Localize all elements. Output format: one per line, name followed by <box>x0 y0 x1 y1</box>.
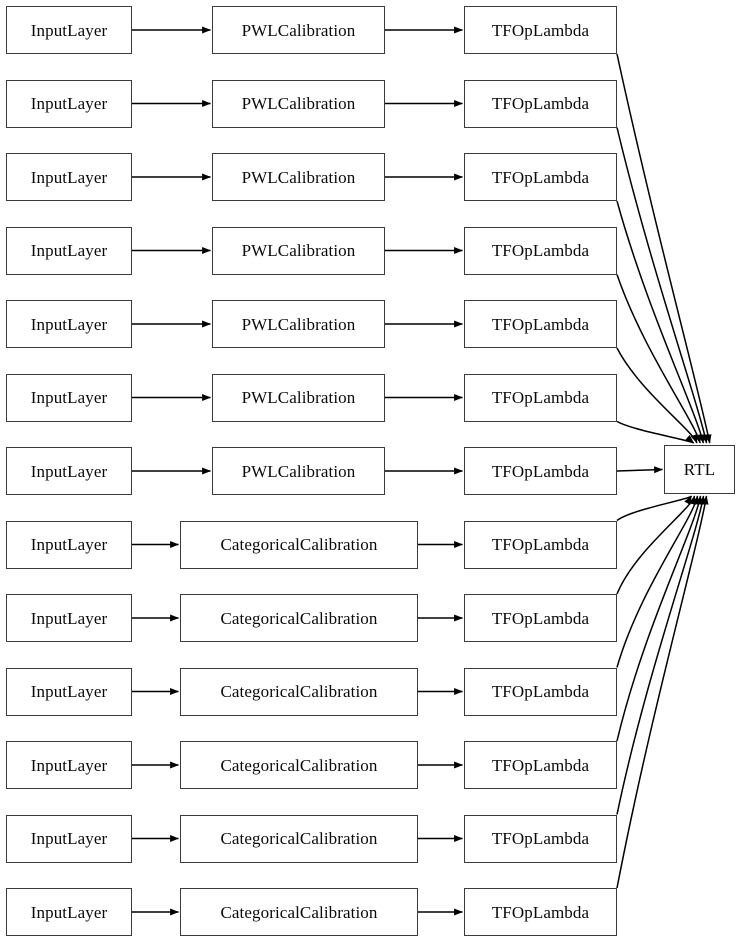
node-input-layer-12-label: InputLayer <box>30 829 108 848</box>
node-tf-op-lambda-1[interactable]: TFOpLambda <box>464 6 617 54</box>
node-tf-op-lambda-11[interactable]: TFOpLambda <box>464 741 617 789</box>
node-pwlcalibration-2-label: PWLCalibration <box>241 94 356 113</box>
node-categorical-calibration-10-label: CategoricalCalibration <box>220 682 378 701</box>
node-tf-op-lambda-3[interactable]: TFOpLambda <box>464 153 617 201</box>
node-tf-op-lambda-10[interactable]: TFOpLambda <box>464 667 617 716</box>
node-input-layer-4[interactable]: InputLayer <box>6 226 132 275</box>
node-input-layer-11-label: InputLayer <box>30 755 108 775</box>
node-tf-op-lambda-12-label: TFOpLambda <box>491 829 590 848</box>
node-pwlcalibration-6[interactable]: PWLCalibration <box>212 373 385 422</box>
node-categorical-calibration-12[interactable]: CategoricalCalibration <box>180 814 418 863</box>
node-tf-op-lambda-10-label: TFOpLambda <box>491 682 590 701</box>
node-pwlcalibration-4-label: PWLCalibration <box>241 241 356 260</box>
edge-lambda-to-rtl-6 <box>616 420 695 444</box>
node-input-layer-5-label: InputLayer <box>30 314 108 334</box>
node-input-layer-8[interactable]: InputLayer <box>6 520 132 569</box>
edge-lambda-to-rtl-2 <box>616 127 709 444</box>
edge-lambda-to-rtl-12 <box>616 495 706 815</box>
node-input-layer-13-label: InputLayer <box>30 902 108 922</box>
node-categorical-calibration-9[interactable]: CategoricalCalibration <box>180 594 418 642</box>
node-input-layer-8-label: InputLayer <box>30 535 108 554</box>
node-pwlcalibration-6-label: PWLCalibration <box>241 388 356 407</box>
node-tf-op-lambda-2[interactable]: TFOpLambda <box>464 79 617 128</box>
node-categorical-calibration-8-label: CategoricalCalibration <box>220 535 378 554</box>
node-pwlcalibration-3[interactable]: PWLCalibration <box>212 153 385 201</box>
node-input-layer-9-label: InputLayer <box>30 608 108 628</box>
node-tf-op-lambda-13-label: TFOpLambda <box>491 902 590 922</box>
node-input-layer-2-label: InputLayer <box>30 94 108 113</box>
node-pwlcalibration-3-label: PWLCalibration <box>241 167 356 187</box>
node-tf-op-lambda-7-label: TFOpLambda <box>491 461 590 481</box>
node-input-layer-7-label: InputLayer <box>30 461 108 481</box>
node-input-layer-10-label: InputLayer <box>30 682 108 701</box>
node-tf-op-lambda-6[interactable]: TFOpLambda <box>464 373 617 422</box>
node-tf-op-lambda-9[interactable]: TFOpLambda <box>464 594 617 642</box>
node-input-layer-10[interactable]: InputLayer <box>6 667 132 716</box>
node-input-layer-1[interactable]: InputLayer <box>6 6 132 54</box>
node-tf-op-lambda-11-label: TFOpLambda <box>491 755 590 775</box>
node-input-layer-13[interactable]: InputLayer <box>6 888 132 936</box>
edge-lambda-to-rtl-1 <box>616 53 712 444</box>
node-tf-op-lambda-9-label: TFOpLambda <box>491 608 590 628</box>
node-input-layer-11[interactable]: InputLayer <box>6 741 132 789</box>
node-input-layer-7[interactable]: InputLayer <box>6 447 132 495</box>
node-pwlcalibration-1[interactable]: PWLCalibration <box>212 6 385 54</box>
node-categorical-calibration-13-label: CategoricalCalibration <box>220 902 378 922</box>
node-tf-op-lambda-1-label: TFOpLambda <box>491 20 590 40</box>
node-pwlcalibration-7-label: PWLCalibration <box>241 461 356 481</box>
node-input-layer-2[interactable]: InputLayer <box>6 79 132 128</box>
node-categorical-calibration-9-label: CategoricalCalibration <box>220 608 378 628</box>
edge-lambda-to-rtl-7 <box>616 466 664 474</box>
node-input-layer-1-label: InputLayer <box>30 20 108 40</box>
edge-lambda-to-rtl-4 <box>616 274 702 444</box>
edge-lambda-to-rtl-5 <box>616 347 698 444</box>
node-pwlcalibration-5[interactable]: PWLCalibration <box>212 300 385 348</box>
node-rtl-output-label: RTL <box>683 460 716 479</box>
node-input-layer-3[interactable]: InputLayer <box>6 153 132 201</box>
edge-lambda-to-rtl-10 <box>616 495 700 668</box>
node-tf-op-lambda-6-label: TFOpLambda <box>491 388 590 407</box>
node-tf-op-lambda-13[interactable]: TFOpLambda <box>464 888 617 936</box>
edge-lambda-to-rtl-8 <box>616 495 693 522</box>
node-input-layer-3-label: InputLayer <box>30 167 108 187</box>
node-input-layer-9[interactable]: InputLayer <box>6 594 132 642</box>
node-tf-op-lambda-7[interactable]: TFOpLambda <box>464 447 617 495</box>
node-input-layer-4-label: InputLayer <box>30 241 108 260</box>
node-pwlcalibration-2[interactable]: PWLCalibration <box>212 79 385 128</box>
node-categorical-calibration-12-label: CategoricalCalibration <box>220 829 378 848</box>
node-tf-op-lambda-12[interactable]: TFOpLambda <box>464 814 617 863</box>
node-pwlcalibration-1-label: PWLCalibration <box>241 20 356 40</box>
node-pwlcalibration-5-label: PWLCalibration <box>241 314 356 334</box>
node-tf-op-lambda-5[interactable]: TFOpLambda <box>464 300 617 348</box>
edge-lambda-to-rtl-13 <box>616 495 709 889</box>
edge-lambda-to-rtl-9 <box>616 495 696 595</box>
node-pwlcalibration-7[interactable]: PWLCalibration <box>212 447 385 495</box>
node-tf-op-lambda-8-label: TFOpLambda <box>491 535 590 554</box>
edge-lambda-to-rtl-11 <box>616 495 703 742</box>
node-categorical-calibration-10[interactable]: CategoricalCalibration <box>180 667 418 716</box>
node-tf-op-lambda-2-label: TFOpLambda <box>491 94 590 113</box>
node-input-layer-12[interactable]: InputLayer <box>6 814 132 863</box>
node-categorical-calibration-11[interactable]: CategoricalCalibration <box>180 741 418 789</box>
node-categorical-calibration-8[interactable]: CategoricalCalibration <box>180 520 418 569</box>
edge-lambda-to-rtl-3 <box>616 200 705 444</box>
node-tf-op-lambda-3-label: TFOpLambda <box>491 167 590 187</box>
node-tf-op-lambda-5-label: TFOpLambda <box>491 314 590 334</box>
node-categorical-calibration-11-label: CategoricalCalibration <box>220 755 378 775</box>
node-input-layer-6[interactable]: InputLayer <box>6 373 132 422</box>
node-tf-op-lambda-4-label: TFOpLambda <box>491 241 590 260</box>
node-pwlcalibration-4[interactable]: PWLCalibration <box>212 226 385 275</box>
node-input-layer-6-label: InputLayer <box>30 388 108 407</box>
node-input-layer-5[interactable]: InputLayer <box>6 300 132 348</box>
node-rtl-output[interactable]: RTL <box>664 445 735 494</box>
node-tf-op-lambda-4[interactable]: TFOpLambda <box>464 226 617 275</box>
node-categorical-calibration-13[interactable]: CategoricalCalibration <box>180 888 418 936</box>
node-tf-op-lambda-8[interactable]: TFOpLambda <box>464 520 617 569</box>
